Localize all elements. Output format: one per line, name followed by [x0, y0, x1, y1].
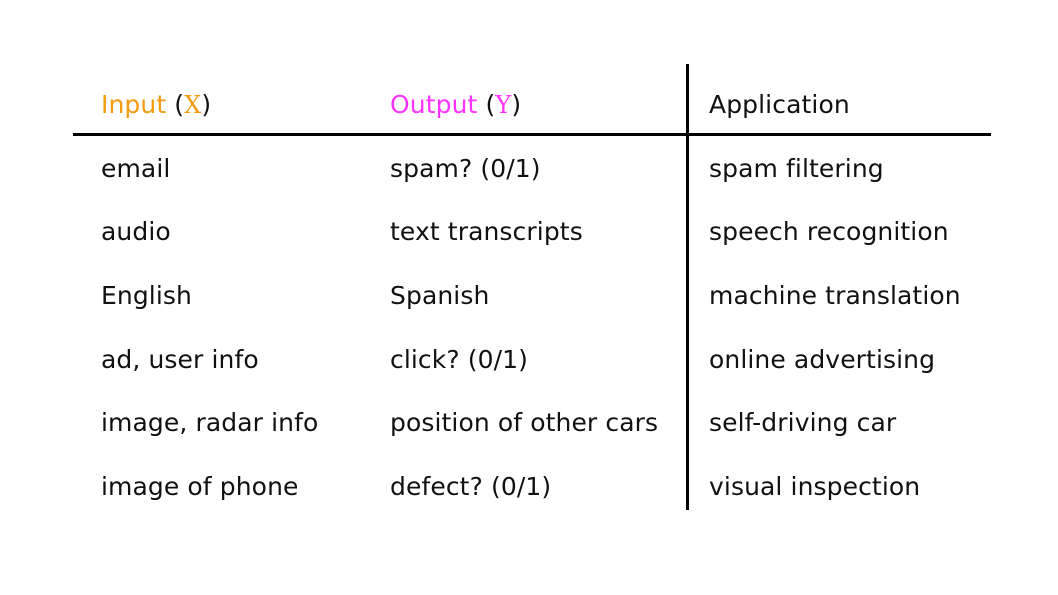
column-divider	[686, 64, 689, 510]
header-input-label: Input	[101, 90, 167, 119]
header-input-open-paren: (	[174, 90, 185, 119]
header-output-label: Output	[390, 90, 478, 119]
header-input-close-paren: )	[201, 90, 212, 119]
row-4-output: position of other cars	[390, 408, 659, 437]
row-5-application: visual inspection	[709, 472, 921, 501]
row-1-application: speech recognition	[709, 217, 949, 246]
row-2-application: machine translation	[709, 281, 961, 310]
header-output-close-paren: )	[511, 90, 522, 119]
row-2-output: Spanish	[390, 281, 490, 310]
row-5-output: defect? (0/1)	[390, 472, 552, 501]
row-4-application: self-driving car	[709, 408, 897, 437]
header-input: Input (X)	[101, 90, 211, 120]
header-output-var: Y	[495, 91, 512, 119]
row-0-input: email	[101, 154, 171, 183]
row-5-input: image of phone	[101, 472, 299, 501]
header-application: Application	[709, 90, 850, 119]
row-0-application: spam filtering	[709, 154, 884, 183]
row-1-input: audio	[101, 217, 171, 246]
header-output: Output (Y)	[390, 90, 521, 120]
row-3-application: online advertising	[709, 345, 936, 374]
row-1-output: text transcripts	[390, 217, 583, 246]
header-output-open-paren: (	[485, 90, 496, 119]
row-4-input: image, radar info	[101, 408, 319, 437]
row-0-output: spam? (0/1)	[390, 154, 541, 183]
header-divider	[73, 133, 991, 136]
row-2-input: English	[101, 281, 192, 310]
row-3-input: ad, user info	[101, 345, 259, 374]
row-3-output: click? (0/1)	[390, 345, 529, 374]
header-input-var: X	[184, 91, 202, 119]
